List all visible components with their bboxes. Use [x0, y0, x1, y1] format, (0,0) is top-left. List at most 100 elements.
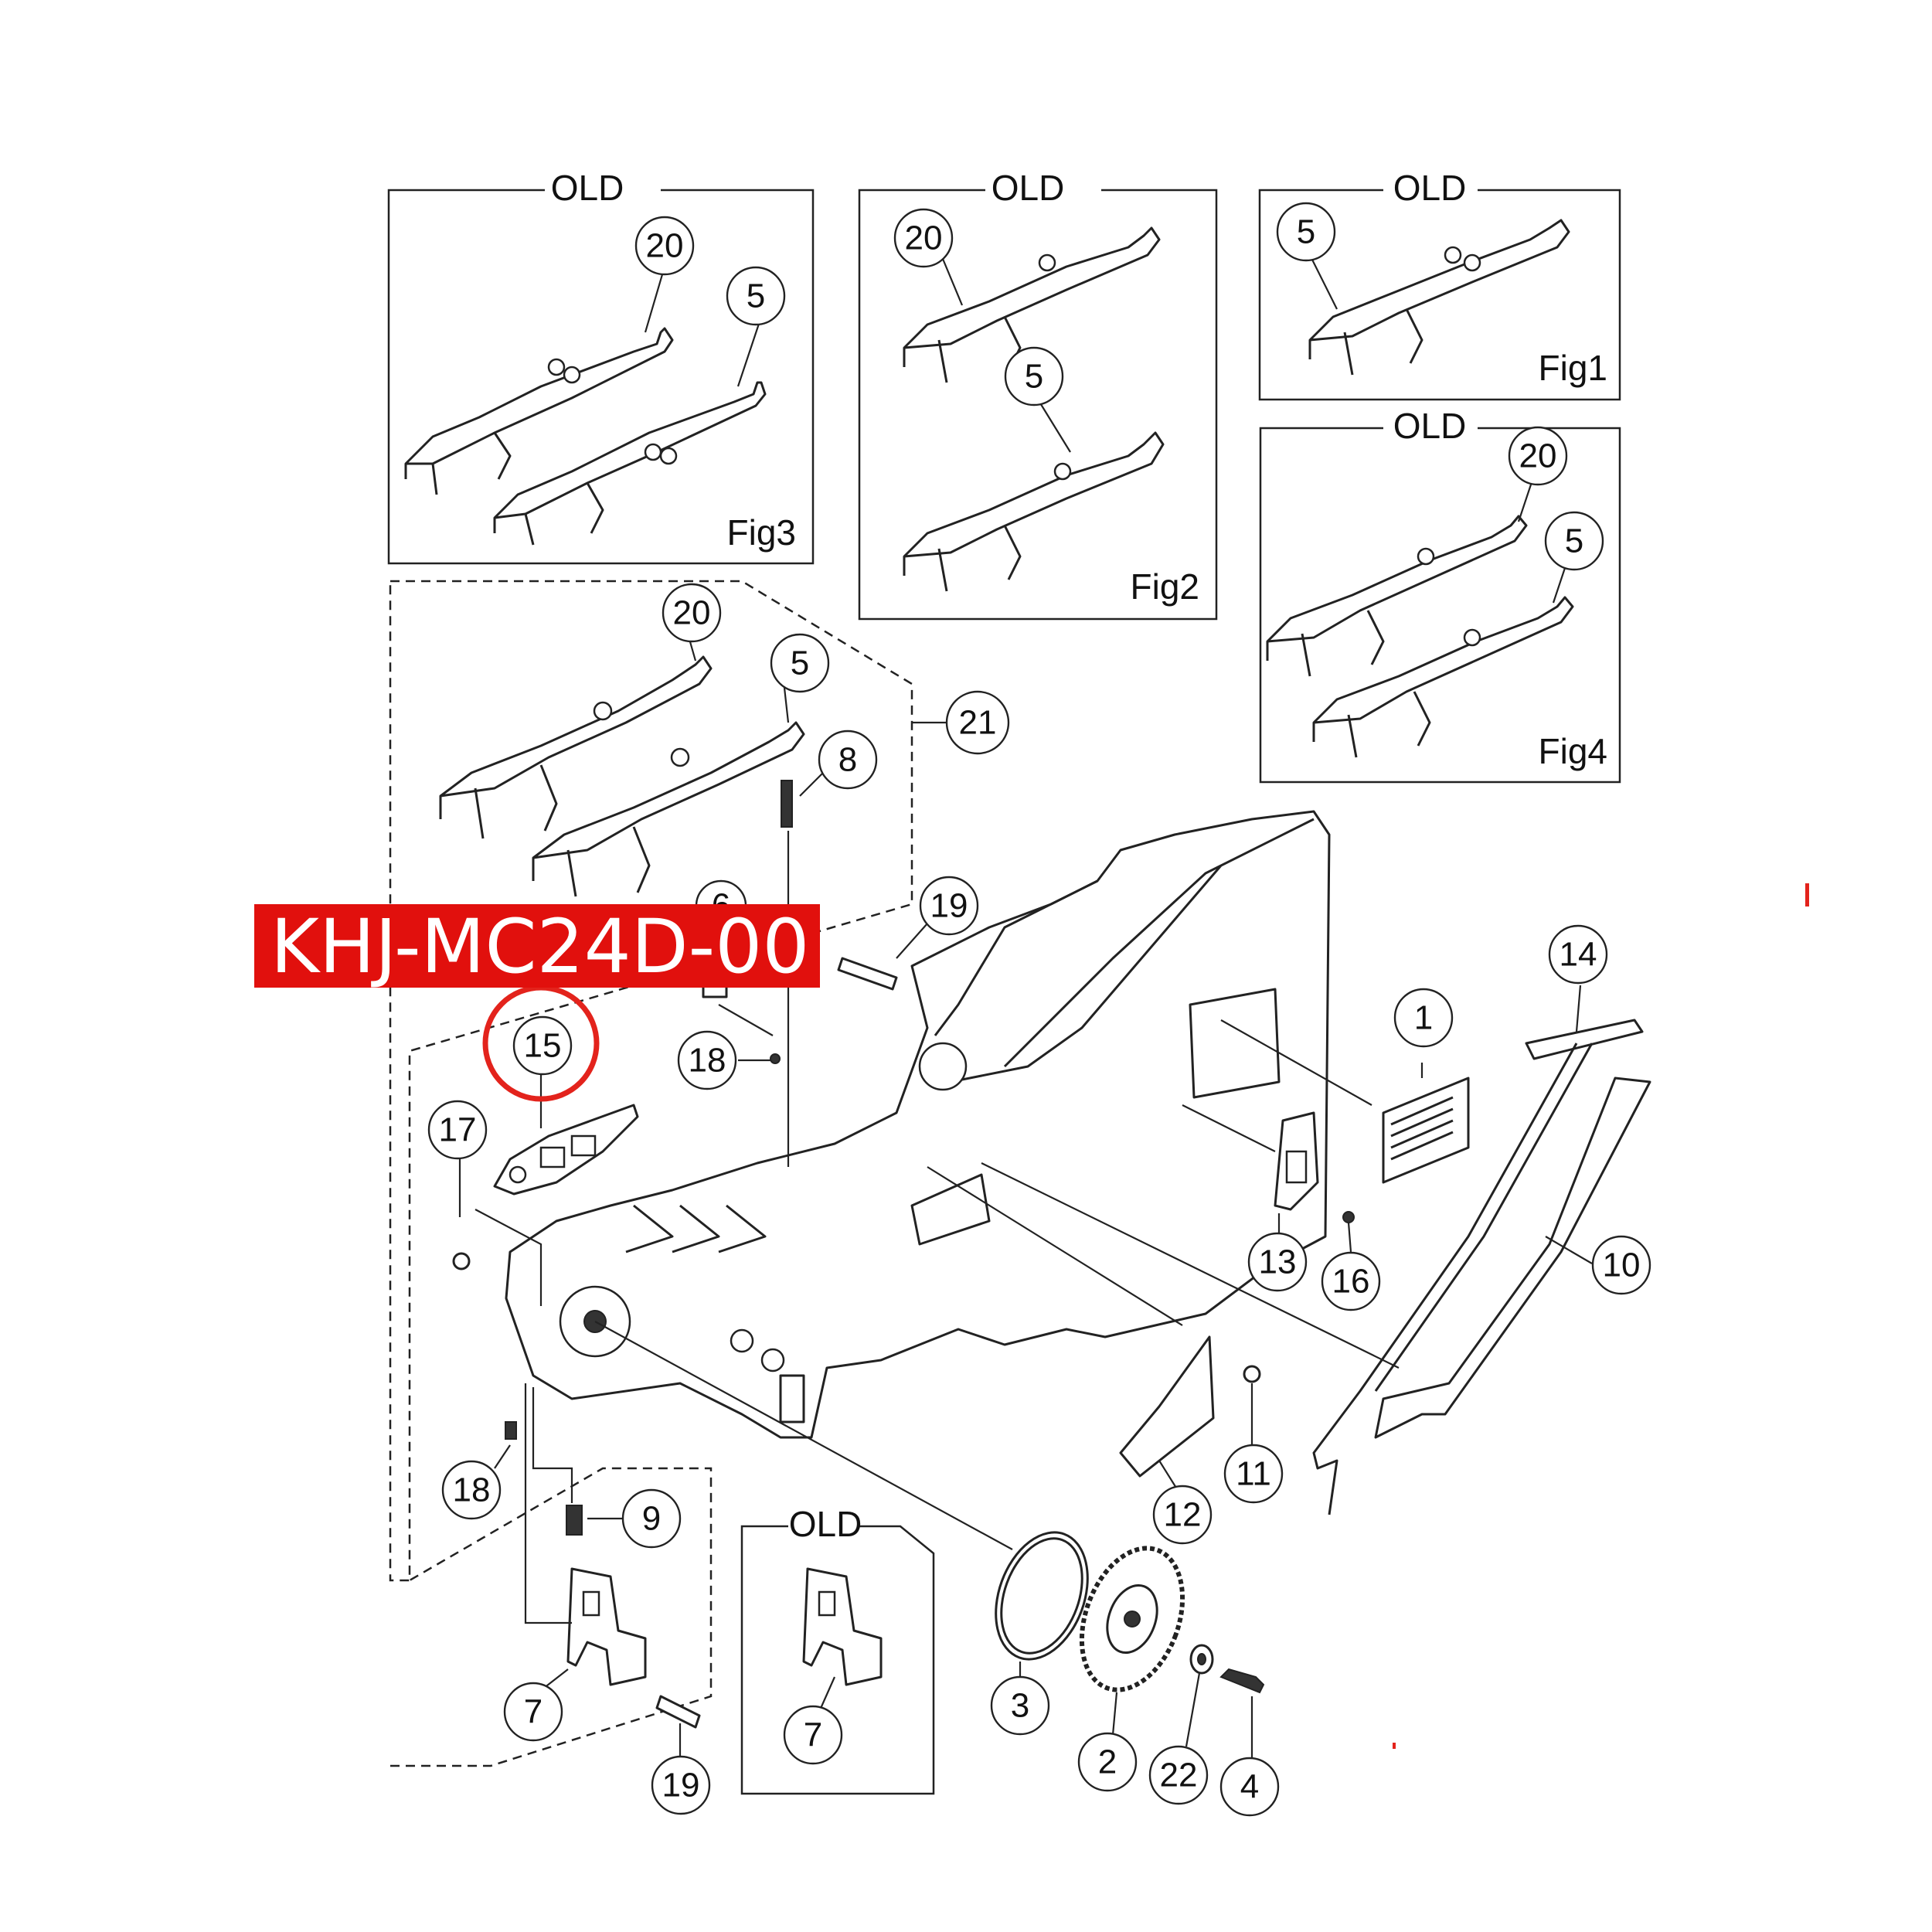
callout-22: 22	[1148, 1745, 1209, 1805]
svg-text:16: 16	[1332, 1263, 1370, 1301]
svg-text:15: 15	[524, 1027, 562, 1065]
callout-19: 19	[651, 1755, 711, 1815]
svg-text:17: 17	[439, 1111, 477, 1149]
callout-20: 20	[1508, 426, 1568, 486]
feeder-assembly-drawing	[1266, 515, 1574, 758]
part-1-nameplate	[1382, 1077, 1470, 1184]
inset-label-fig1: Fig1	[1539, 348, 1607, 388]
inset-box-old7: OLD 7	[740, 1504, 935, 1795]
svg-text:5: 5	[1025, 358, 1043, 396]
callout-5: 5	[770, 633, 830, 693]
part-2-sprocket	[1079, 1546, 1185, 1692]
part-16-screw	[1342, 1211, 1355, 1223]
inset-title-fig3: OLD	[551, 168, 624, 208]
part-8-pin	[781, 772, 824, 1167]
red-mark	[1805, 883, 1809, 906]
svg-text:5: 5	[747, 277, 765, 315]
svg-text:18: 18	[453, 1471, 491, 1509]
inset-box-fig4: OLD Fig4 20 5	[1259, 406, 1621, 784]
svg-text:7: 7	[524, 1693, 543, 1731]
callout-16: 16	[1321, 1251, 1381, 1311]
inset-title-fig1: OLD	[1393, 168, 1467, 208]
svg-text:20: 20	[646, 227, 684, 265]
callout-9: 9	[621, 1488, 682, 1549]
svg-text:7: 7	[804, 1716, 822, 1754]
inset-title-fig4: OLD	[1393, 406, 1467, 446]
callout-3: 3	[990, 1675, 1050, 1736]
group-21-dashed-outline: 21 20 5	[389, 580, 1010, 1767]
svg-text:22: 22	[1160, 1757, 1198, 1794]
part-3-ring	[995, 1531, 1089, 1661]
callout-5: 5	[1544, 511, 1604, 571]
callout-8: 8	[818, 730, 878, 790]
inset-label-fig3: Fig3	[727, 512, 796, 553]
part-17-screw	[452, 1252, 471, 1270]
part-18-setscrew	[770, 1053, 781, 1064]
callout-15: 15	[512, 1015, 573, 1076]
svg-text:5: 5	[1565, 522, 1583, 560]
svg-text:2: 2	[1098, 1743, 1117, 1781]
svg-text:10: 10	[1603, 1247, 1641, 1284]
callout-5: 5	[1276, 202, 1336, 262]
callout-1: 1	[1393, 988, 1454, 1048]
callout-7: 7	[783, 1705, 843, 1765]
callout-5: 5	[1004, 346, 1064, 406]
part-12-cover	[1119, 1335, 1215, 1478]
part-18-setscrew	[505, 1421, 517, 1440]
callout-18: 18	[677, 1030, 737, 1090]
svg-text:19: 19	[662, 1767, 700, 1804]
svg-text:20: 20	[673, 594, 711, 632]
inset-title-old7: OLD	[789, 1504, 862, 1544]
part-9-spring	[566, 1505, 583, 1536]
feeder-drawing	[1308, 219, 1570, 376]
callout-2: 2	[1077, 1732, 1138, 1792]
part-19-pin-top	[837, 923, 928, 991]
svg-text:21: 21	[959, 704, 997, 742]
feeder-assembly-drawing	[404, 327, 767, 546]
callout-17: 17	[427, 1100, 488, 1160]
callout-11: 11	[1223, 1444, 1284, 1504]
part-number-text: KHJ-MC24D-00	[270, 903, 809, 990]
svg-text:12: 12	[1164, 1496, 1202, 1534]
callout-4: 4	[1219, 1757, 1280, 1817]
feeder-drawing	[903, 226, 1165, 592]
part-22-washer	[1189, 1644, 1214, 1675]
inset-box-fig2: OLD Fig2 20 5	[858, 168, 1218, 621]
callout-20: 20	[634, 216, 695, 276]
svg-text:20: 20	[905, 219, 943, 257]
inset-title-fig2: OLD	[992, 168, 1065, 208]
svg-text:5: 5	[791, 645, 809, 682]
part-7-lock	[566, 1567, 647, 1686]
svg-text:9: 9	[642, 1500, 661, 1538]
svg-text:5: 5	[1297, 213, 1315, 251]
callout-18: 18	[441, 1460, 502, 1520]
part-13-bracket	[1274, 1111, 1319, 1211]
svg-text:13: 13	[1259, 1243, 1297, 1281]
callout-10: 10	[1591, 1235, 1651, 1295]
svg-text:14: 14	[1560, 936, 1597, 974]
part-number-badge: KHJ-MC24D-00	[254, 903, 820, 990]
part-11-screw	[1243, 1365, 1261, 1383]
callout-7: 7	[503, 1682, 563, 1742]
part-10-rail	[1374, 1077, 1651, 1439]
red-mark	[1393, 1743, 1396, 1749]
callout-13: 13	[1247, 1232, 1308, 1292]
svg-text:18: 18	[689, 1042, 726, 1080]
callout-20: 20	[893, 208, 954, 268]
callout-5: 5	[726, 266, 786, 326]
svg-text:19: 19	[930, 887, 968, 925]
svg-text:20: 20	[1519, 437, 1557, 475]
svg-text:4: 4	[1240, 1768, 1259, 1806]
svg-text:3: 3	[1011, 1687, 1029, 1725]
svg-text:11: 11	[1236, 1455, 1271, 1493]
part-19-pin-bottom	[655, 1695, 701, 1729]
inset-box-fig3: OLD Fig3 20 5	[387, 168, 815, 565]
feeder-arm-assembly	[439, 655, 805, 897]
feeder-main-body	[505, 810, 1331, 1439]
callout-14: 14	[1548, 924, 1608, 985]
inset-label-fig4: Fig4	[1539, 731, 1607, 771]
svg-text:1: 1	[1414, 999, 1433, 1037]
part-15-plate	[493, 1104, 639, 1196]
callout-20: 20	[662, 583, 722, 643]
